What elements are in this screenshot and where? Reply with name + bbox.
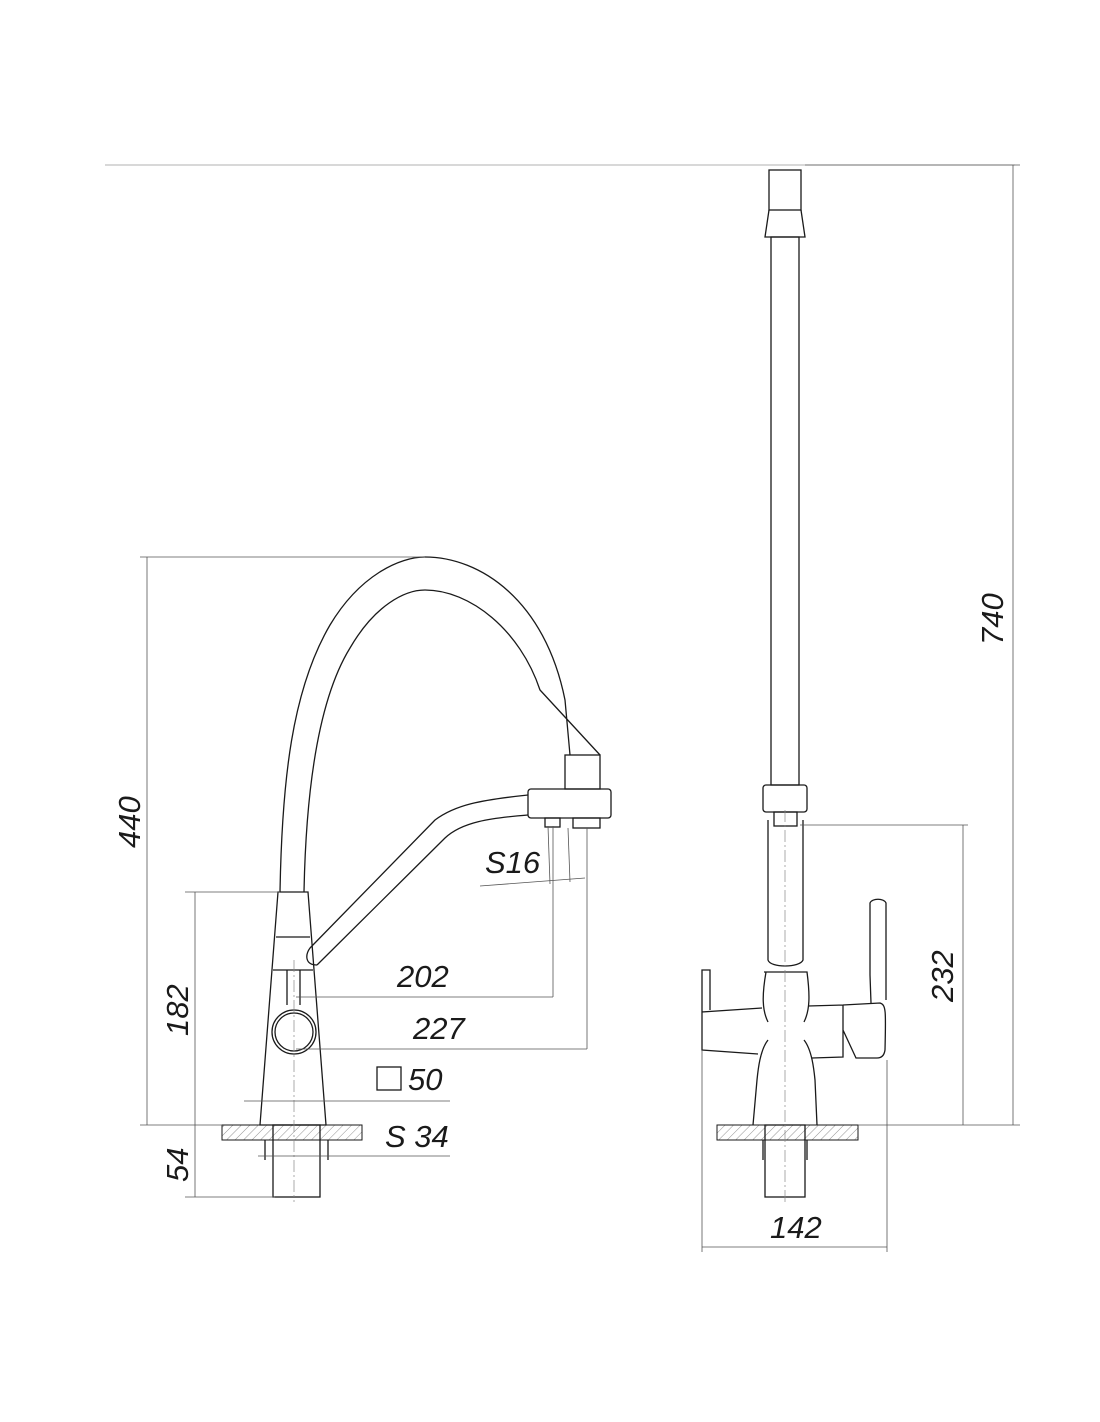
collar: [762, 784, 808, 813]
countertop-left: [221, 1124, 363, 1141]
faucet-body: [259, 891, 327, 1126]
mount-pipe: [272, 1124, 321, 1198]
body-tube: [767, 820, 804, 967]
lever-handle: [286, 970, 301, 1005]
hose-front: [770, 236, 800, 786]
countertop-right: [716, 1124, 859, 1141]
dim-54: 54: [160, 1148, 195, 1182]
top-connector: [768, 169, 802, 211]
dim-s16: S16: [485, 845, 541, 880]
front-dimensions: [701, 164, 1020, 1252]
dim-232: 232: [925, 950, 960, 1003]
front-body: [752, 971, 818, 1126]
flex-hose: [279, 556, 601, 893]
hose-connector: [564, 754, 601, 790]
spray-head: [527, 788, 612, 819]
nozzle-right: [572, 817, 601, 829]
side-view: [221, 556, 612, 1202]
dim-142: 142: [770, 1210, 822, 1245]
right-lever: [869, 898, 887, 1004]
front-view: [701, 169, 887, 1202]
dim-s34: S 34: [385, 1119, 449, 1154]
left-handle: [701, 969, 763, 1055]
dim-202: 202: [396, 959, 449, 994]
side-dimensions: [140, 556, 588, 1198]
dim-50: 50: [408, 1062, 442, 1097]
spout-arm: [306, 794, 529, 966]
right-handle: [807, 1002, 887, 1059]
square-symbol: [376, 1066, 402, 1091]
dim-182: 182: [160, 984, 195, 1036]
dim-440: 440: [112, 796, 147, 848]
dim-740: 740: [975, 593, 1010, 645]
dim-227: 227: [412, 1011, 466, 1046]
nozzle-left: [544, 817, 561, 828]
